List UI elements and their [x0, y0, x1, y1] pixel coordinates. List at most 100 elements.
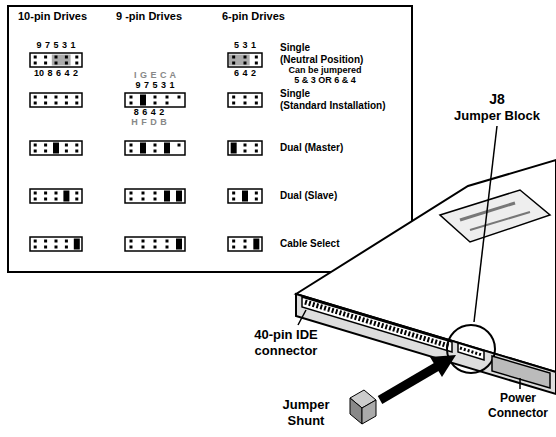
pin [166, 96, 169, 99]
pin [255, 198, 258, 201]
part-label: Jumper [283, 398, 330, 412]
pin [244, 62, 247, 65]
pin [154, 198, 157, 201]
pin [34, 62, 37, 65]
column-header: 10-pin Drives [18, 10, 87, 22]
jumper-shunt-mark [74, 239, 80, 250]
pin [65, 144, 68, 147]
pin [142, 240, 145, 243]
jumper-shunt-mark [176, 191, 182, 202]
pin [44, 246, 47, 249]
pin [44, 102, 47, 105]
pin [75, 96, 78, 99]
pin-number: 10 8 6 4 2 [34, 69, 78, 79]
note: 5 & 3 OR 6 & 4 [294, 76, 356, 86]
pin [232, 192, 235, 195]
pin [75, 150, 78, 153]
pin [44, 96, 47, 99]
jumper-block [30, 141, 82, 155]
neutral-shunt [229, 55, 250, 66]
pin [178, 144, 181, 147]
pin [244, 150, 247, 153]
pin [232, 198, 235, 201]
jumper-block [228, 93, 262, 107]
block-outline [228, 189, 262, 203]
part-label: Shunt [288, 414, 325, 428]
jumper-shunt-mark [53, 143, 59, 154]
block-outline [30, 93, 82, 107]
pin [255, 102, 258, 105]
shunt-front [362, 400, 376, 424]
shunt-side [350, 398, 362, 424]
pin [232, 240, 235, 243]
pin [34, 150, 37, 153]
pin [55, 96, 58, 99]
jumper-shunt-mark [140, 143, 146, 154]
pin [154, 144, 157, 147]
jumper-shunt-mark [231, 143, 237, 154]
pin [130, 144, 133, 147]
part-label: connector [255, 344, 318, 358]
chart-frame [8, 6, 412, 272]
pin-number: 5 3 1 [234, 41, 256, 51]
pin [44, 62, 47, 65]
pin [130, 150, 133, 153]
pin [154, 150, 157, 153]
pin [34, 246, 37, 249]
pin [65, 56, 68, 59]
pin [34, 56, 37, 59]
jumper-block [30, 53, 82, 67]
block-outline [125, 189, 185, 203]
jumper-shunt-mark [176, 239, 182, 250]
block-outline [125, 141, 185, 155]
pin [244, 56, 247, 59]
pin [75, 62, 78, 65]
pin [44, 192, 47, 195]
pin [154, 240, 157, 243]
pin [244, 240, 247, 243]
pin [255, 150, 258, 153]
pin-number: 9 7 5 3 1 [135, 81, 174, 91]
pin [75, 198, 78, 201]
ide-pins [305, 302, 449, 346]
pin [44, 150, 47, 153]
jumper-shunt-mark [242, 191, 248, 202]
leader-line [474, 126, 497, 322]
pin [55, 192, 58, 195]
sticker-print [470, 212, 530, 230]
note: Can be jumpered [288, 66, 361, 76]
part-label: J8 [489, 92, 505, 107]
pin [55, 62, 58, 65]
block-outline [228, 237, 262, 251]
pin [75, 102, 78, 105]
setting-name: Single [280, 88, 310, 99]
jumper-block [30, 237, 82, 251]
pin-number: 8 6 4 2 [134, 108, 165, 118]
pin [255, 192, 258, 195]
part-label: 40-pin IDE [254, 328, 318, 342]
jumper-shunt-mark [253, 239, 259, 250]
jumper-block [30, 189, 82, 203]
pin [166, 246, 169, 249]
pin [65, 240, 68, 243]
pin [44, 56, 47, 59]
block-outline [30, 53, 82, 67]
pin-letter: H F D B [131, 118, 167, 128]
leader-line [298, 310, 306, 325]
pin [34, 96, 37, 99]
jumper-blocks [30, 53, 262, 251]
pin [75, 144, 78, 147]
pin [130, 96, 133, 99]
setting-name: (Standard Installation) [280, 100, 386, 111]
j8-jumper-block [458, 343, 484, 360]
block-outline [125, 237, 185, 251]
pin [34, 240, 37, 243]
leader-lines [298, 126, 520, 389]
jumper-block [125, 189, 185, 203]
pin [34, 198, 37, 201]
jumper-shunt-mark [164, 191, 170, 202]
pin [65, 96, 68, 99]
pin [232, 96, 235, 99]
